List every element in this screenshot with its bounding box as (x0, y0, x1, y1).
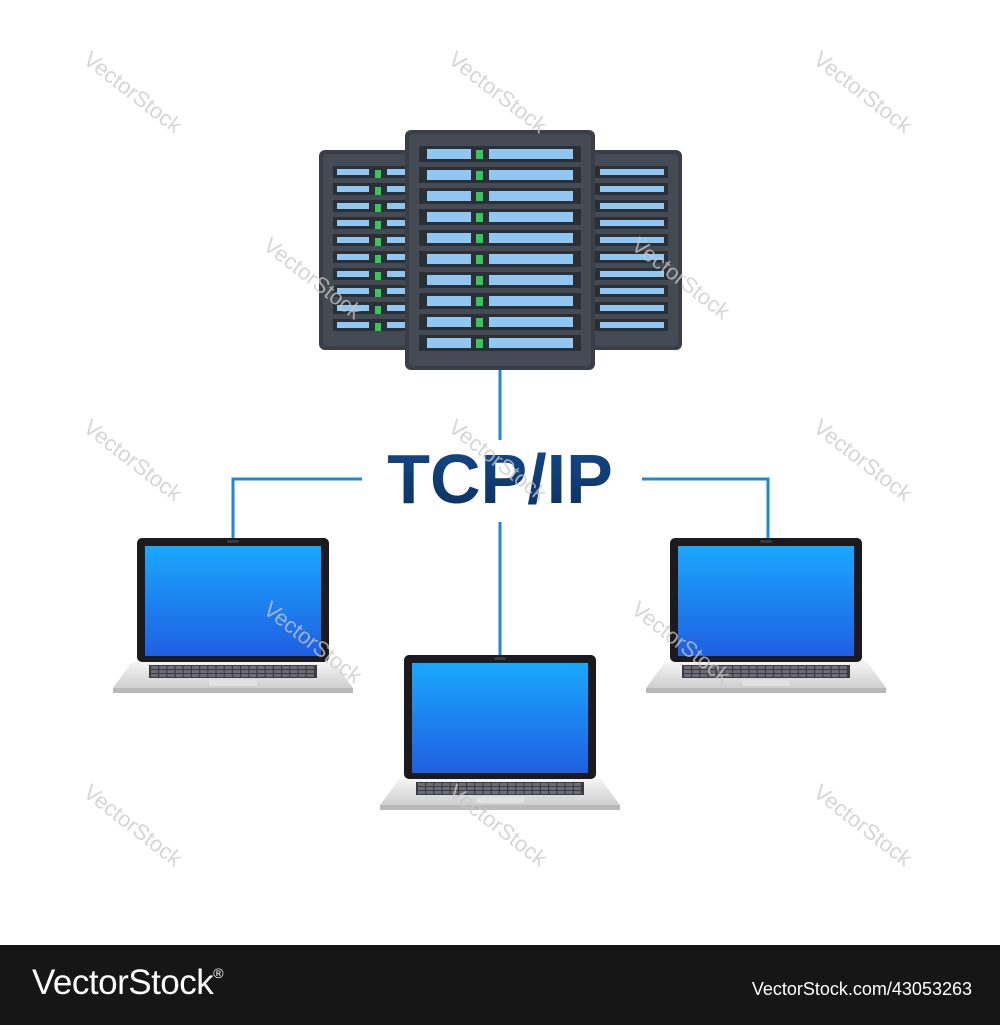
watermark-text: VectorStock (444, 46, 553, 139)
laptop-touchpad (476, 797, 524, 803)
laptop-screen (145, 546, 321, 656)
laptop-screen (678, 546, 854, 656)
laptop-screen (412, 663, 588, 773)
laptop-touchpad (742, 680, 790, 686)
server-rack-center (405, 130, 595, 370)
watermark-text: VectorStock (79, 46, 188, 139)
connector-left-laptop (231, 477, 362, 538)
connector-lines (231, 370, 770, 655)
laptop-group (113, 538, 886, 810)
watermark-text: VectorStock (79, 779, 188, 872)
laptop-touchpad (209, 680, 257, 686)
laptop-right (646, 538, 886, 693)
server-rack-group (319, 130, 682, 370)
connector-right-laptop (642, 477, 770, 538)
laptop-left (113, 538, 353, 693)
footer-bar: VectorStock® VectorStock.com/43053263 (0, 945, 1000, 1025)
footer-logo: VectorStock® (32, 963, 224, 1002)
laptop-keyboard (149, 665, 317, 678)
protocol-label: TCP/IP (387, 440, 613, 518)
watermark-text: VectorStock (809, 779, 918, 872)
image-id: VectorStock.com/43053263 (751, 979, 972, 999)
laptop-keyboard (416, 782, 584, 795)
watermark-text: VectorStock (809, 46, 918, 139)
watermark-text: VectorStock (79, 414, 188, 507)
laptop-keyboard (682, 665, 850, 678)
laptop-center (380, 655, 620, 810)
watermark-text: VectorStock (809, 414, 918, 507)
